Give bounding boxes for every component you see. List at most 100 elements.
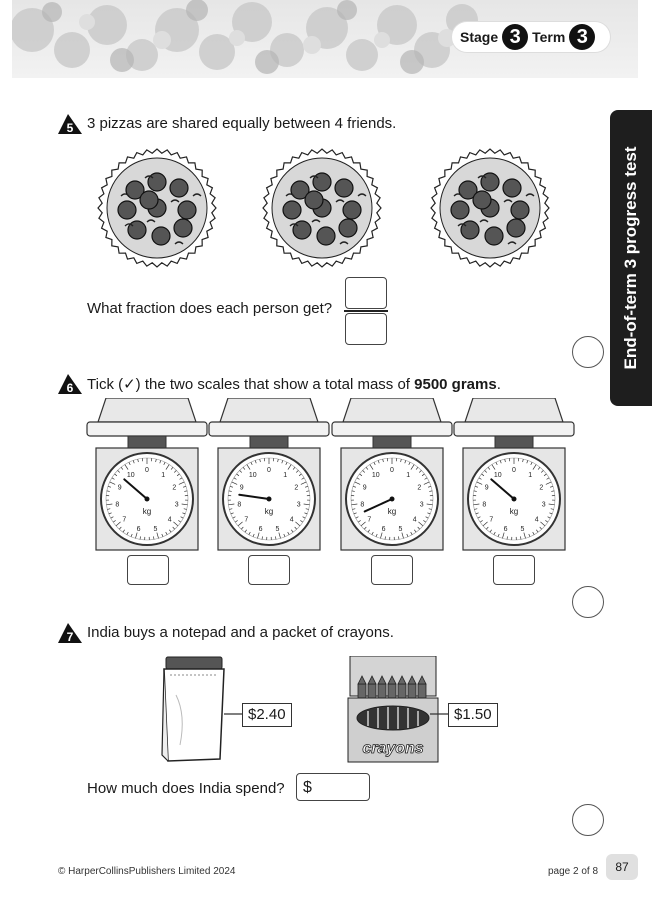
dial-number: 5	[520, 526, 524, 533]
pizza-2	[262, 148, 382, 268]
dial-number: 2	[539, 485, 543, 492]
pizza-1	[97, 148, 217, 268]
question-5-number: 5	[67, 121, 74, 134]
question-5-text: 3 pizzas are shared equally between 4 fr…	[87, 115, 397, 132]
dial-unit: kg	[143, 507, 151, 516]
dial-number: 10	[249, 472, 257, 479]
spend-answer-input[interactable]: $	[296, 773, 370, 801]
scale-3: 0 12 3 4 5 6 7 8 9 10 kg	[331, 398, 453, 551]
question-7-prompt: How much does India spend?	[87, 780, 285, 797]
mark-circle-q6	[572, 586, 604, 618]
crayons-box-image: crayons	[347, 656, 439, 763]
dial-number: 3	[420, 501, 424, 508]
question-7-number: 7	[67, 630, 74, 643]
stage-term-badge: Stage 3 Term 3	[452, 22, 610, 52]
numerator-input[interactable]	[345, 277, 387, 309]
question-6-text: Tick (✓) the two scales that show a tota…	[87, 375, 501, 393]
dial-number: 5	[398, 526, 402, 533]
scale-1: 0 12 3 4 5 6 7 8 9 10 kg	[86, 398, 208, 551]
dial-number: 3	[542, 501, 546, 508]
tick-box-scale-3[interactable]	[371, 555, 413, 585]
dial-number: 4	[535, 517, 539, 524]
pizza-3	[430, 148, 550, 268]
tick-box-scale-1[interactable]	[127, 555, 169, 585]
side-tab-label: End-of-term 3 progress test	[621, 146, 640, 370]
dial-number: 3	[297, 501, 301, 508]
dial-number: 7	[122, 517, 126, 524]
dial-number: 1	[406, 472, 410, 479]
dial-unit: kg	[265, 507, 273, 516]
dial-number: 7	[244, 517, 248, 524]
copyright-notice: © HarperCollinsPublishers Limited 2024	[58, 866, 236, 877]
dial-number: 0	[512, 467, 516, 474]
dial-number: 9	[118, 485, 122, 492]
dial-number: 8	[482, 501, 486, 508]
mark-circle-q5	[572, 336, 604, 368]
dial-number: 6	[504, 526, 508, 533]
question-6-target-mass: 9500 grams	[414, 376, 497, 393]
question-7-number-icon: 7	[58, 623, 82, 643]
dial-number: 0	[390, 467, 394, 474]
dial-unit: kg	[388, 507, 396, 516]
dial-number: 5	[153, 526, 157, 533]
dial-number: 2	[294, 485, 298, 492]
term-number: 3	[569, 24, 596, 50]
question-5-number-icon: 5	[58, 114, 82, 134]
dial-number: 6	[382, 526, 386, 533]
dial-number: 8	[360, 501, 364, 508]
dial-number: 4	[290, 517, 294, 524]
crayons-label: crayons	[362, 740, 423, 757]
dial-needle	[363, 498, 393, 513]
dial-number: 4	[168, 517, 172, 524]
question-7-text: India buys a notepad and a packet of cra…	[87, 624, 394, 641]
dial-number: 3	[175, 501, 179, 508]
dial-number: 10	[494, 472, 502, 479]
question-6-text-pre: Tick (✓) the two scales that show a tota…	[87, 376, 415, 393]
dial-number: 5	[275, 526, 279, 533]
term-label: Term	[532, 29, 566, 45]
tick-box-scale-4[interactable]	[493, 555, 535, 585]
scale-4: 0 12 3 4 5 6 7 8 9 10 kg	[453, 398, 575, 551]
dial-number: 1	[528, 472, 532, 479]
question-6-number: 6	[67, 381, 74, 394]
dial-number: 1	[283, 472, 287, 479]
notepad-price-tag: $2.40	[242, 703, 292, 727]
question-6-number-icon: 6	[58, 374, 82, 394]
dial-number: 7	[367, 517, 371, 524]
dial-number: 9	[240, 485, 244, 492]
mark-circle-q7	[572, 804, 604, 836]
tick-box-scale-2[interactable]	[248, 555, 290, 585]
fraction-bar	[344, 310, 388, 312]
dial-number: 8	[237, 501, 241, 508]
dial-number: 4	[413, 517, 417, 524]
page-of-label: page 2 of 8	[548, 866, 599, 877]
dial-number: 0	[267, 467, 271, 474]
dial-number: 7	[489, 517, 493, 524]
dial-number: 8	[115, 501, 119, 508]
dial-number: 6	[259, 526, 263, 533]
dial-number: 10	[127, 472, 135, 479]
side-tab: End-of-term 3 progress test	[610, 110, 652, 406]
question-5-prompt: What fraction does each person get?	[87, 300, 333, 317]
dial-number: 9	[485, 485, 489, 492]
crayons-price-tag: $1.50	[448, 703, 498, 727]
dial-number: 1	[161, 472, 165, 479]
dial-number: 2	[417, 485, 421, 492]
question-6-text-post: .	[496, 376, 501, 393]
dial-number: 6	[137, 526, 141, 533]
dial-number: 9	[363, 485, 367, 492]
dial-number: 0	[145, 467, 149, 474]
stage-number: 3	[502, 24, 529, 50]
dial-needle	[238, 493, 270, 500]
scale-2: 0 12 3 4 5 6 7 8 9 10 kg	[208, 398, 330, 551]
dial-number: 2	[172, 485, 176, 492]
dial-number: 10	[372, 472, 380, 479]
currency-symbol: $	[303, 779, 312, 796]
dial-needle	[123, 478, 148, 500]
dial-unit: kg	[510, 507, 518, 516]
stage-label: Stage	[460, 29, 499, 45]
page-number: 87	[606, 854, 638, 880]
dial-needle	[490, 478, 515, 500]
notepad-image	[161, 656, 225, 762]
denominator-input[interactable]	[345, 313, 387, 345]
